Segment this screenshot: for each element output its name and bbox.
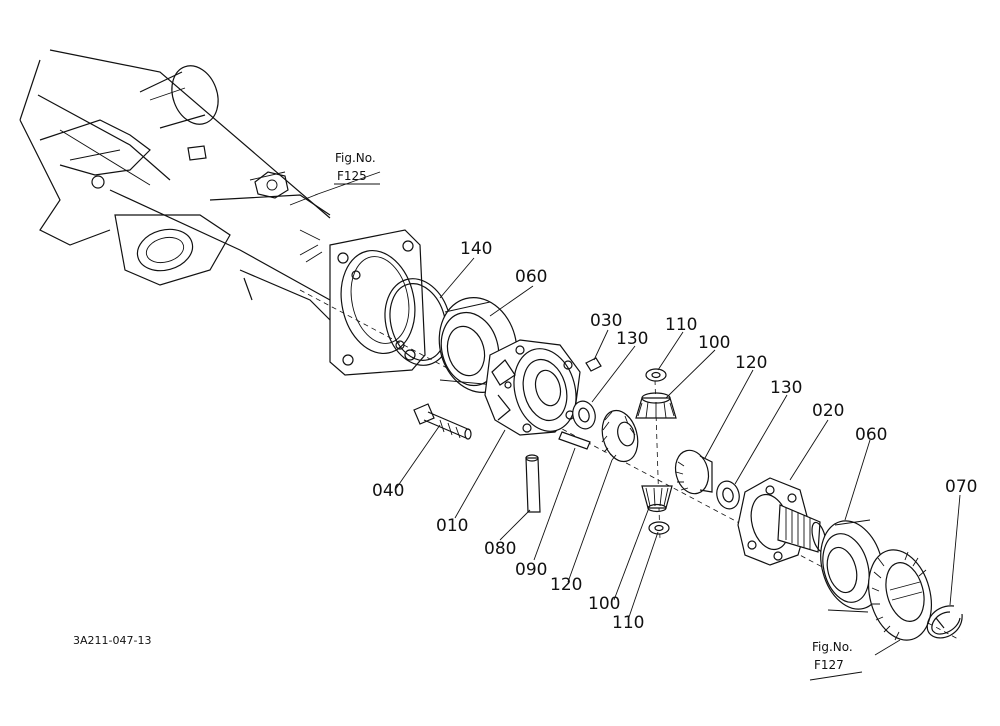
part-110-washer-top	[645, 368, 667, 382]
label-090: 090	[515, 560, 547, 580]
leader-lines	[289, 171, 961, 681]
part-100-pinion-bottom	[641, 485, 673, 513]
label-120-top: 120	[735, 353, 767, 373]
part-020-hub	[737, 477, 827, 566]
fig-ref-f125-line2: F125	[337, 169, 367, 183]
part-080-pin	[525, 454, 541, 513]
part-120-side-gear-right	[674, 449, 713, 495]
fig-ref-f125: Fig.No. F125	[334, 151, 380, 185]
fig-ref-f125-line1: Fig.No.	[335, 151, 376, 165]
part-130-washer-right	[716, 480, 740, 510]
label-100-top: 100	[698, 333, 730, 353]
label-060-left: 060	[515, 267, 547, 287]
label-070: 070	[945, 477, 977, 497]
label-130-left: 130	[616, 329, 648, 349]
part-130-washer-left	[572, 400, 596, 430]
part-labels: 140 060 030 130 110 100 120 130 020 060 …	[372, 239, 977, 633]
label-030: 030	[590, 311, 622, 331]
label-100-bottom: 100	[588, 594, 620, 614]
part-120-side-gear-left	[601, 409, 639, 463]
part-030-pin	[585, 357, 602, 372]
part-110-washer-bottom	[648, 521, 670, 535]
part-100-pinion-top	[635, 392, 677, 419]
fig-ref-f127-line1: Fig.No.	[812, 640, 853, 654]
label-140: 140	[460, 239, 492, 259]
fig-ref-f127-line2: F127	[814, 658, 844, 672]
part-090-shaft	[558, 431, 591, 450]
fig-ref-f127: Fig.No. F127	[812, 640, 853, 672]
part-070-circlip	[926, 605, 963, 639]
label-080: 080	[484, 539, 516, 559]
part-040-bolt	[413, 403, 472, 440]
label-120-bottom: 120	[550, 575, 582, 595]
label-010: 010	[436, 516, 468, 536]
label-110-bottom: 110	[612, 613, 644, 633]
part-010-diff-case	[484, 339, 581, 436]
label-110-top: 110	[665, 315, 697, 335]
figure-code: 3A211-047-13	[73, 634, 151, 647]
ring-gear	[868, 549, 932, 641]
label-060-right: 060	[855, 425, 887, 445]
label-020: 020	[812, 401, 844, 421]
label-130-right: 130	[770, 378, 802, 398]
axle-housing	[19, 49, 426, 376]
label-040: 040	[372, 481, 404, 501]
